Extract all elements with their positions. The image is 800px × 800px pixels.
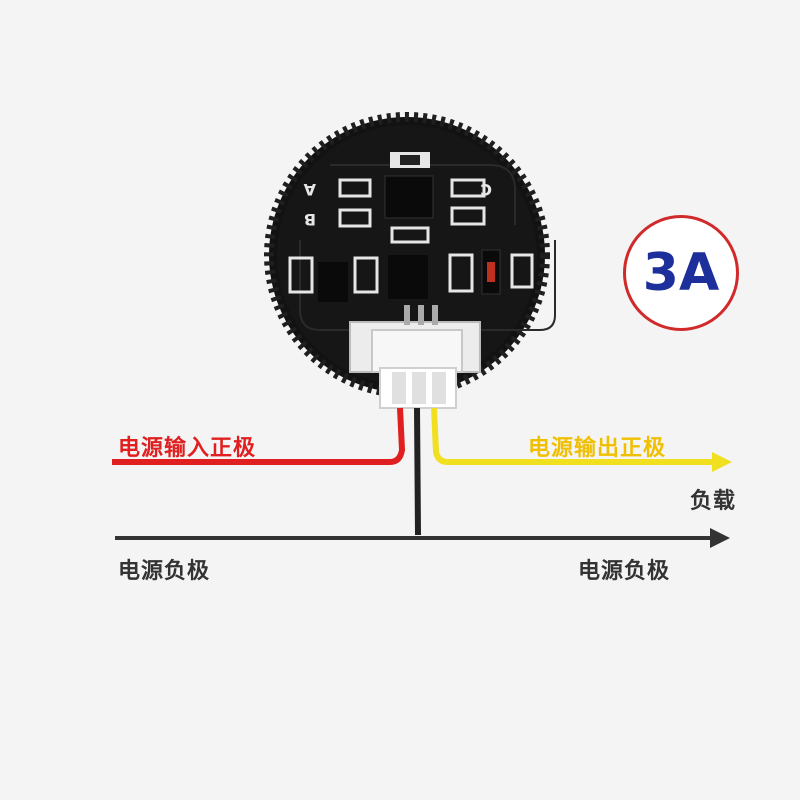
negative-right-label: 电源负极 <box>578 559 671 584</box>
current-rating-text: 3A <box>642 243 720 303</box>
silkscreen-b: B <box>304 210 316 229</box>
output-positive-label: 电源输出正极 <box>528 436 667 461</box>
smd-components: A B C <box>288 152 534 302</box>
load-label: 负载 <box>690 489 737 514</box>
jst-connector <box>349 305 481 409</box>
negative-left-label: 电源负极 <box>118 559 211 584</box>
wires <box>112 407 732 548</box>
silkscreen-c: C <box>480 180 492 199</box>
input-positive-label: 电源输入正极 <box>118 436 257 461</box>
current-rating-badge: 3A <box>623 215 739 331</box>
silkscreen-a: A <box>303 180 316 199</box>
